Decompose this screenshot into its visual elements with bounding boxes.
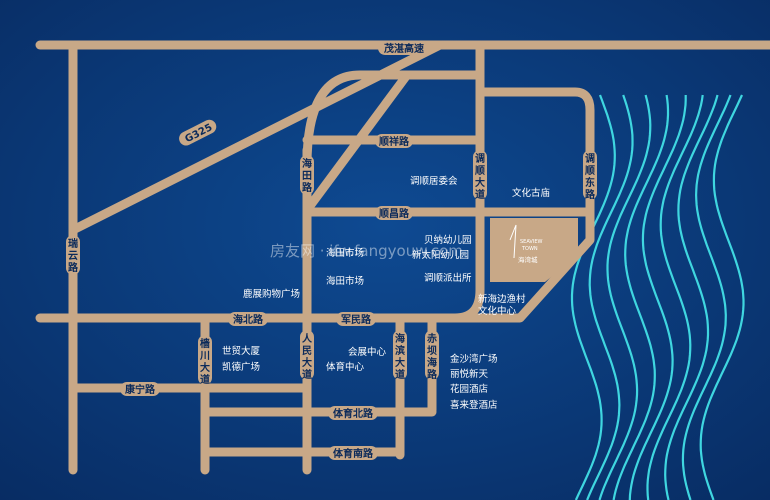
label-junmin: 军民路 xyxy=(341,313,372,326)
poi-yucun: 新海边渔村 xyxy=(478,293,526,305)
project-name-en-2: TOWN xyxy=(521,246,538,252)
label-chiwei: 赤坝海路 xyxy=(427,332,438,381)
poi-juweihui: 调顺居委会 xyxy=(410,175,458,187)
poi-huizhan: 会展中心 xyxy=(348,346,387,358)
wave-line xyxy=(681,94,732,500)
label-renmin: 人民大道 xyxy=(302,332,313,381)
project-name-en-1: SEAVIEW xyxy=(520,239,542,245)
label-kangning: 康宁路 xyxy=(125,383,156,396)
poi-wenhua: 文化古庙 xyxy=(512,187,550,199)
wave-line xyxy=(699,94,745,500)
poi-huayuan: 花园酒店 xyxy=(450,383,488,395)
poi-kaide: 凯德广场 xyxy=(222,361,260,373)
label-shunxiang: 顺祥路 xyxy=(379,135,410,148)
poi-xilai: 喜来登酒店 xyxy=(450,399,498,411)
sea-waves xyxy=(570,94,745,500)
poi-shimao: 世贸大厦 xyxy=(222,345,261,357)
label-ruiyun: 瑞云路 xyxy=(68,237,79,274)
poi-liyue: 丽悦新天 xyxy=(450,368,489,380)
poi-haitian-shichang: 海田市场 xyxy=(326,275,364,287)
label-haibin: 海滨大道 xyxy=(395,332,405,381)
watermark: 房友网 · ifw.fangyouw.com xyxy=(270,242,463,260)
poi-haitian-liu: 海田市场 xyxy=(326,247,364,259)
label-zhechuan: 樯川大道 xyxy=(199,337,210,386)
wave-line xyxy=(598,94,652,500)
poi-yucun-2: 文化中心 xyxy=(478,305,517,317)
label-shunchang: 顺昌路 xyxy=(379,207,410,220)
wave-line xyxy=(586,94,634,500)
project-name-cn: 海湾城 xyxy=(518,255,538,264)
label-tiyu-north: 体育北路 xyxy=(333,407,374,420)
poi-paichusuo: 调顺派出所 xyxy=(424,272,472,284)
wave-line xyxy=(570,94,616,500)
label-tiaoshun-ave: 调顺大道 xyxy=(475,152,485,201)
poi-guangchang: 鹿展购物广场 xyxy=(243,288,300,300)
wave-line xyxy=(664,94,719,500)
label-tiyu-south: 体育南路 xyxy=(333,447,374,460)
wave-line xyxy=(612,94,670,500)
project-plot[interactable]: SEAVIEW TOWN 海湾城 xyxy=(490,218,578,282)
road-tiaoshun-east xyxy=(475,160,595,323)
wave-line xyxy=(646,94,704,500)
poi-jinsha: 金沙湾广场 xyxy=(450,353,498,365)
label-haibei: 海北路 xyxy=(233,313,264,326)
wave-line xyxy=(628,95,687,500)
poi-beina: 贝纳幼儿园 xyxy=(424,234,472,246)
poi-tiyu: 体育中心 xyxy=(326,361,365,373)
label-haitian: 海田路 xyxy=(302,157,313,194)
road-labels: 茂湛高速 G325 顺祥路 顺昌路 海田路 调顺大道 调顺东路 瑞云路 海北路 … xyxy=(66,41,597,460)
poi-labels: 调顺居委会 文化古庙 贝纳幼儿园 新太阳幼儿园 海田市场 海田市场 调顺派出所 … xyxy=(222,175,550,411)
poi-xintaiyang: 新太阳幼儿园 xyxy=(412,249,469,261)
label-tiaoshun-east: 调顺东路 xyxy=(585,152,596,201)
label-maozhan: 茂湛高速 xyxy=(384,42,424,55)
road-tiaoshun-loop xyxy=(475,87,595,235)
